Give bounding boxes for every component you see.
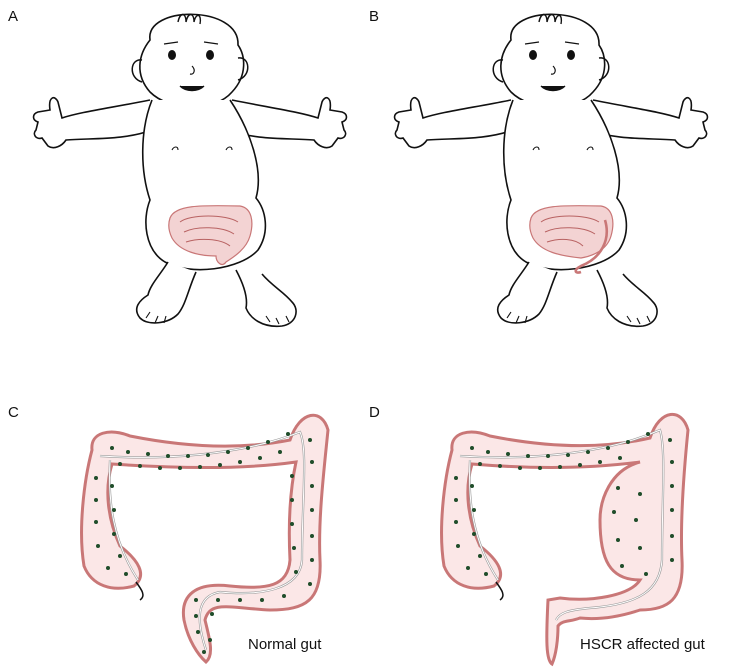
hscr-colon-illustration <box>442 414 688 664</box>
normal-colon-illustration <box>82 415 328 662</box>
baby-hscr-illustration <box>395 14 708 326</box>
caption-hscr-affected-gut: HSCR affected gut <box>580 636 705 653</box>
baby-normal-illustration <box>34 14 347 326</box>
caption-normal-gut: Normal gut <box>248 636 321 653</box>
